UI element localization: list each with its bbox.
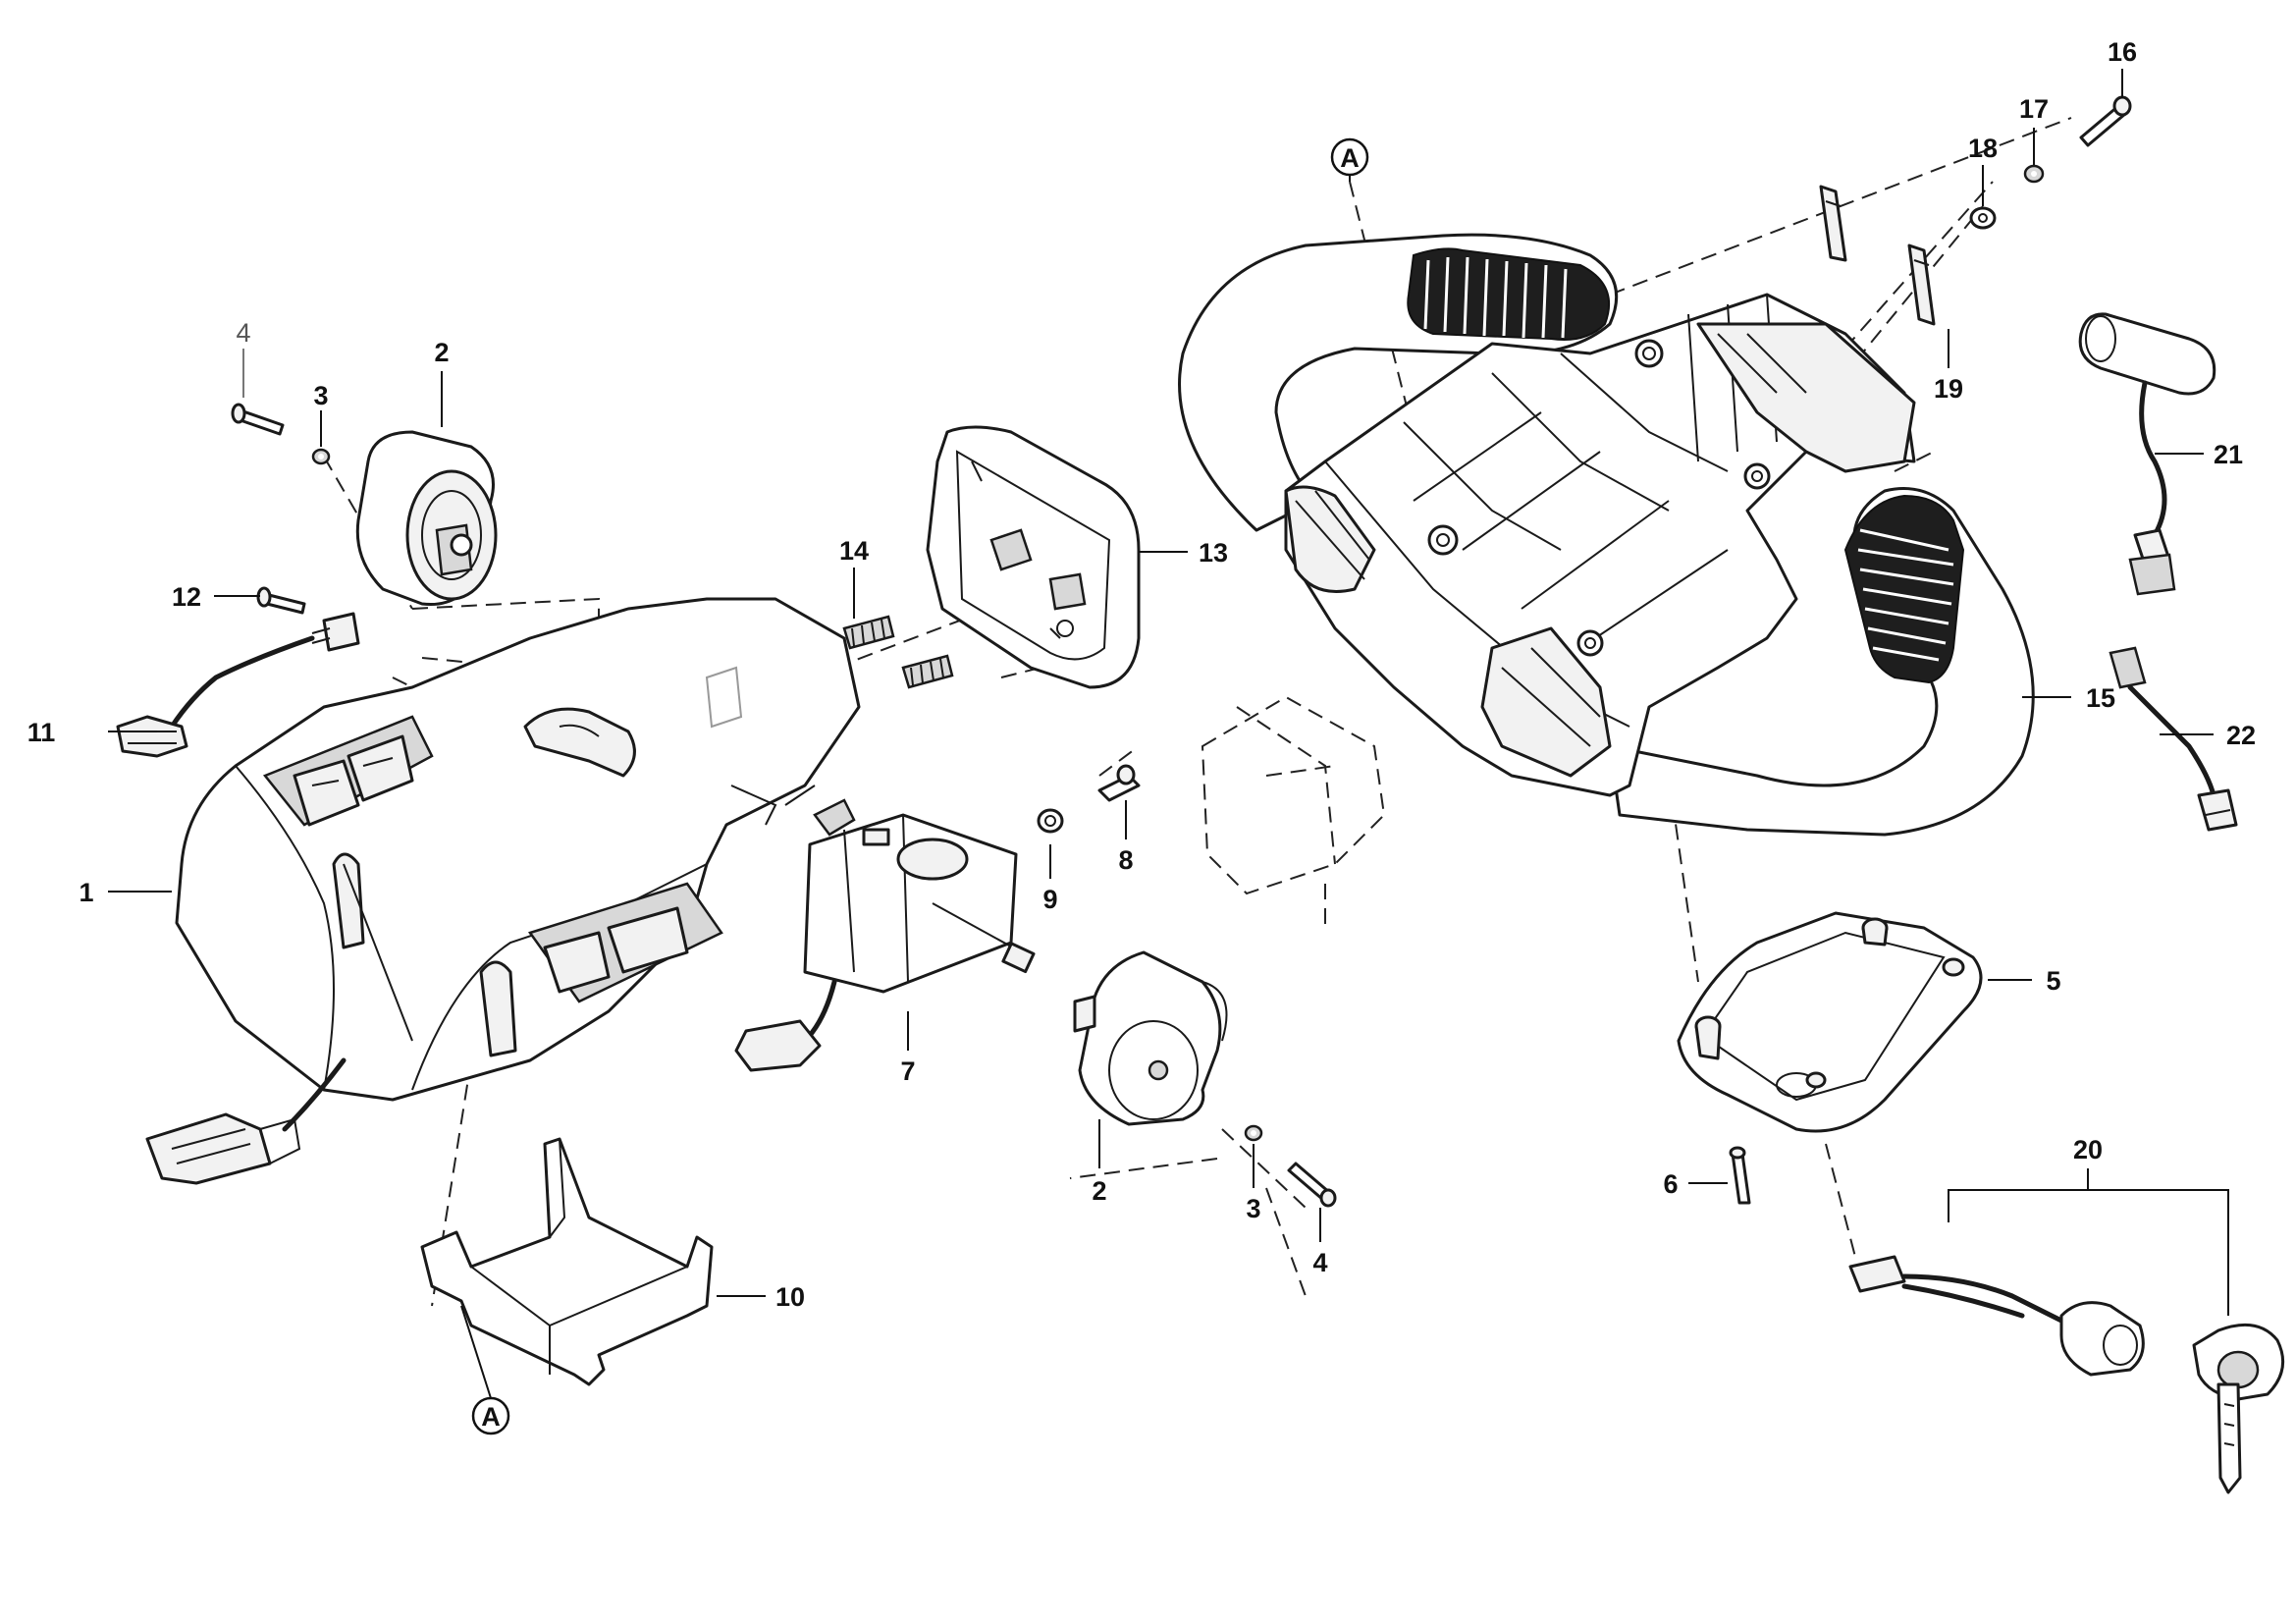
part-washer-9	[1037, 808, 1064, 834]
part-knob-2-lower	[1073, 950, 1228, 1126]
callout-1: 1	[79, 878, 93, 907]
callout-13: 13	[1199, 538, 1228, 568]
callout-3-upper: 3	[313, 381, 328, 410]
housing-cable-connector	[145, 1057, 347, 1185]
part-keyswitch-20	[1848, 1255, 2285, 1494]
callout-15: 15	[2086, 683, 2115, 713]
part-washer-17	[2023, 164, 2045, 184]
callout-16: 16	[2108, 37, 2137, 67]
callout-19: 19	[1934, 374, 1963, 404]
callout-11: 11	[27, 718, 56, 747]
part-microswitch-11	[116, 612, 360, 758]
callout-6: 6	[1663, 1169, 1678, 1199]
callout-10: 10	[775, 1282, 805, 1312]
callout-2-upper: 2	[434, 338, 449, 367]
callout-labels: 1 2 2 3 3 4 4 5 6 7 8 9 10 11 12 13 14 1…	[27, 37, 2256, 1312]
part-screw-6	[1729, 1146, 1751, 1205]
part-knob-2-upper	[355, 430, 498, 607]
callout-2-lower: 2	[1092, 1176, 1106, 1206]
leader-lines	[108, 69, 2229, 1316]
part-screw-12	[256, 586, 306, 615]
callout-4-lower: 4	[1312, 1248, 1327, 1277]
callout-8: 8	[1118, 845, 1133, 875]
callout-20: 20	[2073, 1135, 2103, 1164]
part-washer-3-lower	[1244, 1124, 1263, 1142]
part-screw-4-upper	[231, 403, 285, 436]
part-washer-3-upper	[311, 448, 331, 465]
callout-5: 5	[2046, 966, 2060, 996]
svg-text:A: A	[1340, 143, 1360, 173]
reference-mark-a-top: A	[1330, 137, 1369, 177]
callout-12: 12	[172, 582, 201, 612]
part-cover-13	[926, 425, 1141, 689]
callout-7: 7	[900, 1056, 915, 1086]
callout-17: 17	[2019, 94, 2049, 124]
callout-21: 21	[2214, 440, 2243, 469]
part-handle-15	[1178, 233, 2035, 837]
callout-3-lower: 3	[1246, 1194, 1260, 1223]
part-cable-22	[2109, 646, 2238, 832]
part-tray-10	[420, 1137, 714, 1386]
callout-18: 18	[1968, 134, 1998, 163]
part-cover-5	[1677, 911, 1983, 1133]
part-screw-8	[1097, 764, 1141, 802]
svg-text:A: A	[481, 1402, 501, 1432]
part-grip-21	[2078, 312, 2216, 596]
part-plates-19	[1819, 185, 1936, 326]
reference-mark-a-bottom: A	[471, 1396, 510, 1435]
callout-14: 14	[839, 536, 869, 566]
part-screw-4-lower	[1287, 1162, 1337, 1208]
part-washer-18	[1969, 206, 1997, 230]
callout-4-upper: 4	[236, 318, 250, 348]
callout-9: 9	[1042, 885, 1057, 914]
callout-22: 22	[2226, 721, 2256, 750]
part-bolt-16	[2079, 95, 2132, 147]
part-switch-7	[734, 813, 1036, 1072]
part-springs-14	[842, 615, 954, 689]
part-housing-1	[175, 597, 861, 1102]
